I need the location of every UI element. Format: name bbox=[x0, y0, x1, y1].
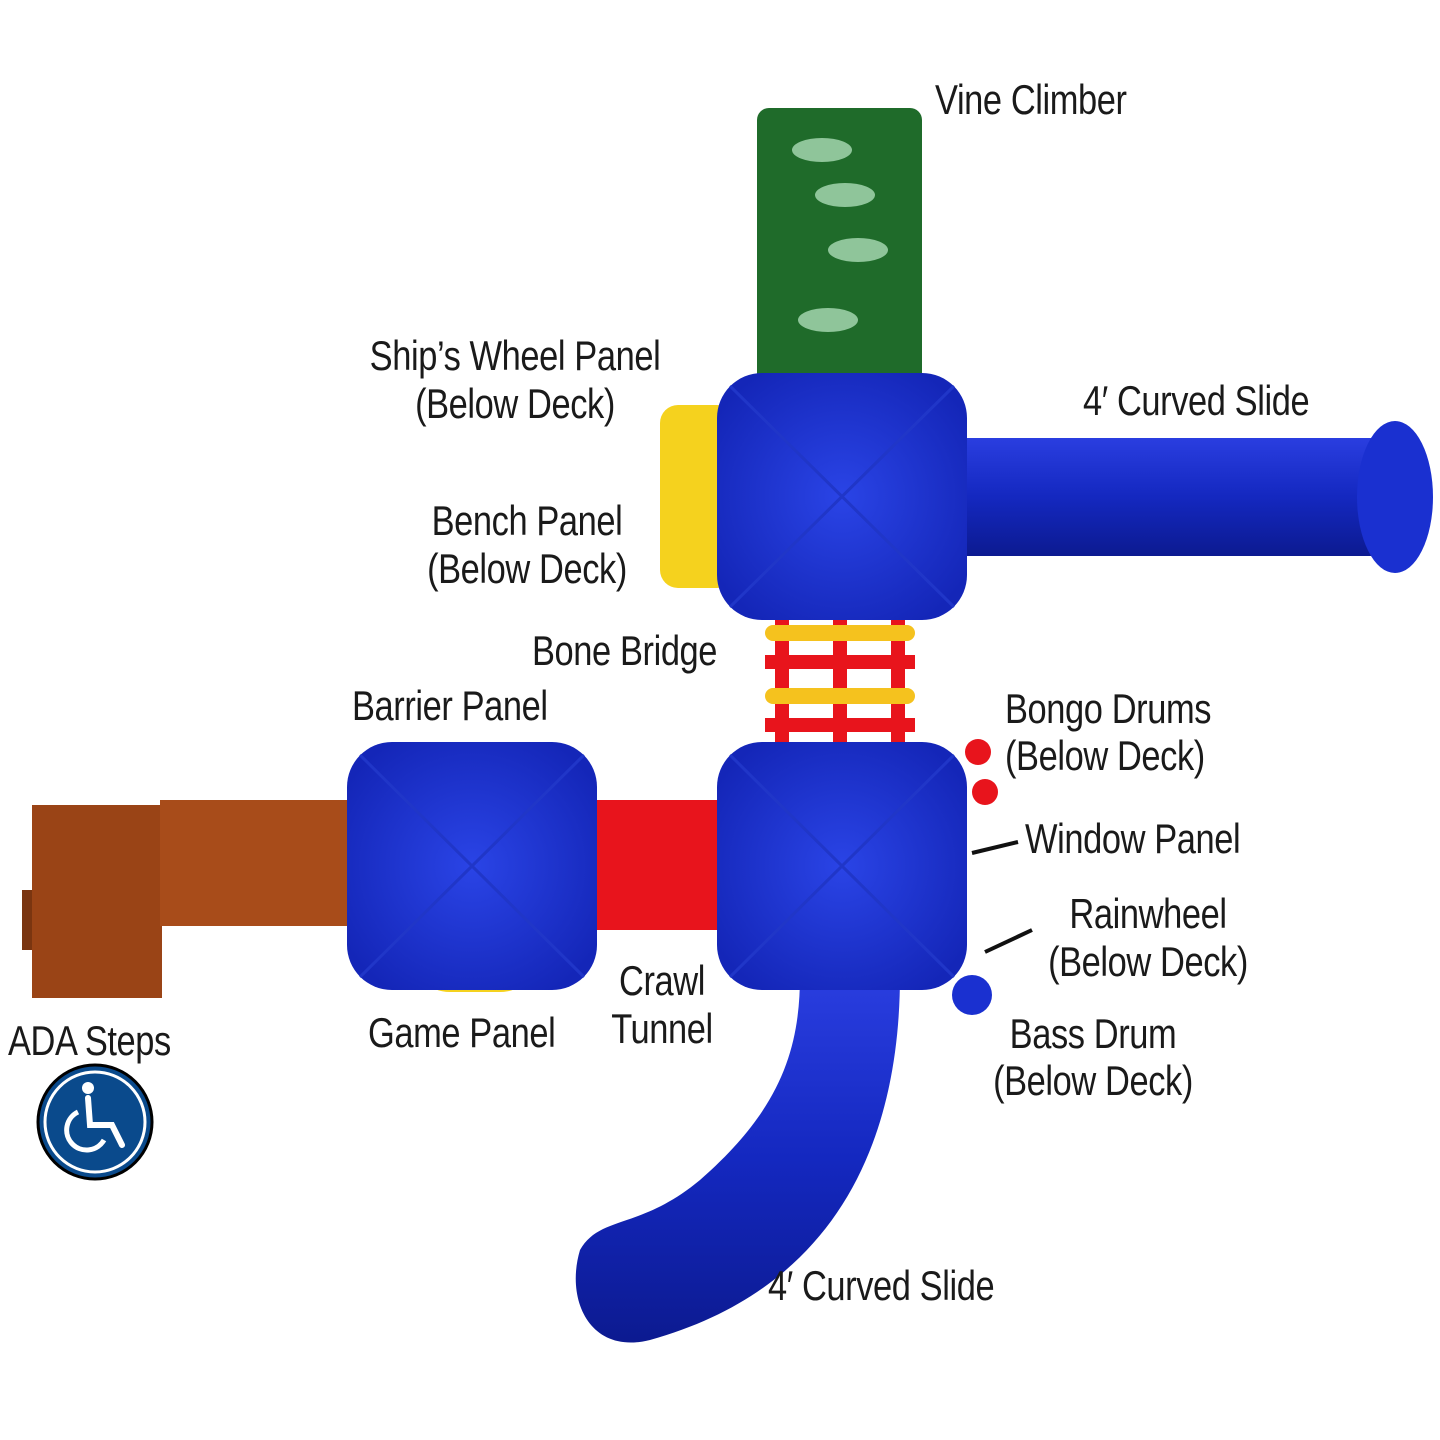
label-bongo-drums: Bongo Drums bbox=[1005, 685, 1212, 732]
label-ships-wheel-below: (Below Deck) bbox=[415, 380, 615, 427]
label-bench-panel: Bench Panel bbox=[431, 497, 623, 544]
label-rainwheel-below: (Below Deck) bbox=[1048, 938, 1248, 985]
label-bench-below: (Below Deck) bbox=[427, 545, 627, 592]
label-bass-below: (Below Deck) bbox=[993, 1057, 1193, 1104]
crawl-tunnel bbox=[585, 800, 730, 930]
label-curved-slide-bottom: 4′ Curved Slide bbox=[768, 1262, 995, 1309]
label-bongo-below: (Below Deck) bbox=[1005, 732, 1205, 779]
window-panel-leader bbox=[971, 840, 1019, 855]
label-ada-steps: ADA Steps bbox=[8, 1017, 171, 1064]
bass-drum bbox=[952, 975, 992, 1015]
label-curved-slide-top: 4′ Curved Slide bbox=[1083, 377, 1310, 424]
vine-climber bbox=[757, 108, 922, 388]
label-vine-climber: Vine Climber bbox=[935, 76, 1127, 123]
curved-slide-top bbox=[945, 421, 1433, 573]
deck-top bbox=[717, 373, 967, 620]
bench-panel bbox=[660, 405, 735, 588]
label-game-panel: Game Panel bbox=[368, 1009, 556, 1056]
bongo-drums bbox=[965, 739, 998, 805]
curved-slide-bottom bbox=[575, 975, 900, 1343]
label-barrier-panel: Barrier Panel bbox=[352, 682, 548, 729]
label-crawl: Crawl bbox=[619, 957, 705, 1004]
label-window-panel: Window Panel bbox=[1025, 815, 1241, 862]
deck-bottom-right bbox=[717, 742, 967, 990]
label-rainwheel: Rainwheel bbox=[1069, 890, 1227, 937]
label-ships-wheel-panel: Ship’s Wheel Panel bbox=[369, 332, 661, 379]
label-tunnel: Tunnel bbox=[611, 1005, 713, 1052]
label-bass-drum: Bass Drum bbox=[1009, 1010, 1177, 1057]
wheelchair-icon bbox=[36, 1063, 154, 1181]
bone-bridge bbox=[765, 605, 915, 750]
deck-bottom-left bbox=[347, 742, 597, 990]
rainwheel-leader bbox=[984, 928, 1033, 954]
ada-steps bbox=[22, 800, 360, 998]
label-bone-bridge: Bone Bridge bbox=[532, 627, 718, 674]
